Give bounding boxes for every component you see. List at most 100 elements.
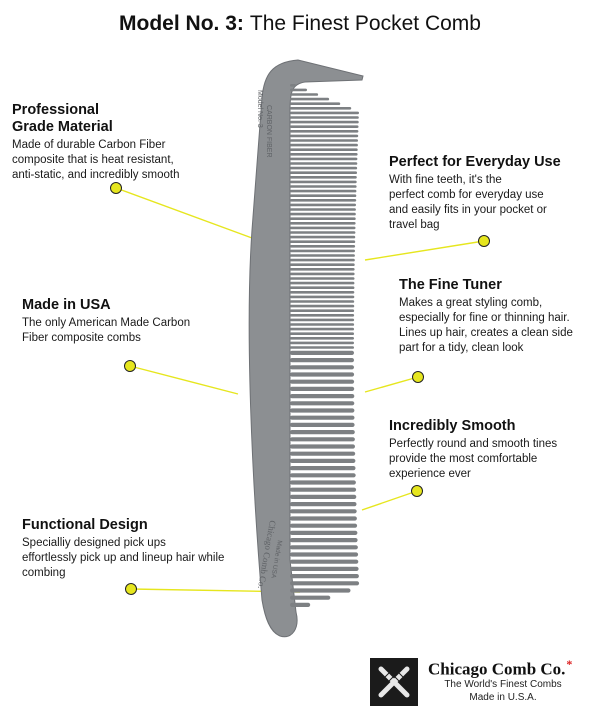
comb-tooth bbox=[290, 258, 355, 262]
feature-everyday-desc-1: With fine teeth, it's the bbox=[389, 174, 502, 186]
comb-tooth bbox=[290, 231, 356, 234]
comb-tooth bbox=[290, 545, 358, 550]
comb-tooth bbox=[290, 494, 357, 499]
feature-professional-desc-3: anti-static, and incredibly smooth bbox=[12, 169, 180, 181]
comb-tooth bbox=[290, 415, 355, 420]
crossed-combs-icon bbox=[370, 658, 418, 706]
comb-tooth bbox=[290, 323, 355, 326]
comb-tooth bbox=[290, 180, 357, 184]
callout-made-usa-line bbox=[129, 365, 239, 395]
comb-tooth bbox=[290, 394, 355, 399]
comb-tooth bbox=[290, 199, 357, 202]
feature-everyday-desc-4: travel bag bbox=[389, 219, 440, 231]
callout-professional bbox=[110, 182, 253, 239]
comb-tooth bbox=[290, 304, 355, 308]
callout-everyday-dot bbox=[478, 235, 490, 247]
comb-tooth bbox=[290, 341, 354, 345]
callout-fine-tuner-line bbox=[364, 376, 419, 393]
comb-tooth bbox=[290, 401, 355, 406]
feature-everyday-desc-3: and easily fits in your pocket or bbox=[389, 204, 547, 216]
comb-tooth bbox=[290, 254, 355, 257]
callout-professional-line bbox=[115, 187, 253, 239]
comb-spine bbox=[248, 59, 364, 638]
comb-tooth bbox=[290, 245, 356, 248]
comb-tooth bbox=[290, 309, 355, 312]
comb-tooth bbox=[290, 358, 354, 363]
comb-tooth bbox=[290, 379, 355, 384]
comb-tooth bbox=[290, 487, 357, 492]
comb-tooth bbox=[290, 153, 358, 156]
comb-tooth bbox=[290, 166, 358, 170]
comb-tooth bbox=[290, 516, 357, 521]
comb-tooth bbox=[290, 263, 355, 266]
callout-smooth bbox=[361, 485, 423, 511]
comb-tooth bbox=[290, 281, 355, 285]
comb-tooth bbox=[290, 249, 355, 253]
comb-illustration: Model No. 3 CARBON FIBER Chicago Comb Co… bbox=[248, 59, 364, 638]
comb-tooth bbox=[290, 171, 357, 174]
comb-tooth bbox=[290, 502, 357, 507]
brand-tagline: The World's Finest Combs bbox=[444, 679, 562, 690]
model-number: Model No. 3: bbox=[119, 12, 244, 35]
comb-tooth bbox=[290, 530, 358, 535]
comb-tooth bbox=[290, 422, 355, 427]
feature-professional-title-2: Grade Material bbox=[12, 119, 113, 135]
comb-tooth bbox=[290, 602, 311, 607]
comb-tooth bbox=[290, 277, 355, 280]
feature-smooth-desc-1: Perfectly round and smooth tines bbox=[389, 438, 558, 450]
comb-tooth bbox=[290, 176, 357, 179]
comb-tooth bbox=[290, 291, 355, 294]
comb-tooth bbox=[290, 194, 357, 197]
comb-tooth bbox=[290, 300, 355, 303]
comb-tooth bbox=[290, 134, 359, 138]
comb-tooth bbox=[290, 327, 354, 331]
comb-tooth bbox=[290, 130, 359, 133]
feature-functional-desc-2: effortlessly pick up and lineup hair whi… bbox=[22, 552, 225, 564]
feature-smooth-desc-3: experience ever bbox=[389, 468, 471, 480]
comb-tooth bbox=[290, 125, 359, 128]
comb-tooth bbox=[290, 84, 296, 87]
callout-made-usa-dot bbox=[124, 360, 136, 372]
feature-smooth-title: Incredibly Smooth bbox=[389, 418, 516, 434]
brand-made-in: Made in U.S.A. bbox=[469, 692, 537, 703]
callout-smooth-dot bbox=[411, 485, 423, 497]
comb-tooth bbox=[290, 451, 356, 456]
feature-fine-tuner: The Fine Tuner Makes a great styling com… bbox=[399, 277, 573, 356]
comb-tooth bbox=[290, 437, 355, 442]
feature-smooth: Incredibly Smooth Perfectly round and sm… bbox=[389, 418, 557, 482]
comb-tooth bbox=[290, 346, 354, 349]
comb-tooth bbox=[290, 240, 356, 243]
comb-tooth bbox=[290, 185, 357, 188]
feature-everyday: Perfect for Everyday Use With fine teeth… bbox=[389, 154, 561, 233]
callout-everyday bbox=[364, 235, 490, 261]
comb-tooth bbox=[290, 588, 351, 593]
callout-lines bbox=[110, 182, 490, 595]
comb-tooth bbox=[290, 208, 356, 211]
comb-tooth bbox=[290, 272, 355, 276]
comb-tooth bbox=[290, 559, 359, 564]
comb-teeth bbox=[290, 84, 360, 607]
comb-tooth bbox=[290, 139, 358, 142]
callout-fine-tuner bbox=[364, 371, 424, 393]
feature-fine-tuner-title: The Fine Tuner bbox=[399, 277, 502, 293]
comb-engraving-material: CARBON FIBER bbox=[265, 105, 272, 158]
comb-tooth bbox=[290, 162, 358, 165]
comb-tooth bbox=[290, 148, 358, 151]
comb-tooth bbox=[290, 552, 359, 557]
comb-tooth bbox=[290, 235, 356, 239]
comb-tooth bbox=[290, 332, 354, 335]
comb-tooth bbox=[290, 473, 356, 478]
callout-everyday-line bbox=[364, 240, 485, 261]
comb-tooth bbox=[290, 268, 355, 271]
feature-made-usa-title: Made in USA bbox=[22, 297, 111, 313]
comb-tooth bbox=[290, 111, 359, 115]
comb-tooth bbox=[290, 286, 355, 289]
feature-everyday-desc-2: perfect comb for everyday use bbox=[389, 189, 544, 201]
feature-functional-desc-1: Specialliy designed pick ups bbox=[22, 537, 166, 549]
feature-made-usa: Made in USA The only American Made Carbo… bbox=[22, 297, 190, 346]
comb-tooth bbox=[290, 222, 356, 225]
feature-professional-title-1: Professional bbox=[12, 102, 100, 118]
comb-tooth bbox=[290, 480, 356, 485]
comb-tooth bbox=[290, 337, 354, 340]
